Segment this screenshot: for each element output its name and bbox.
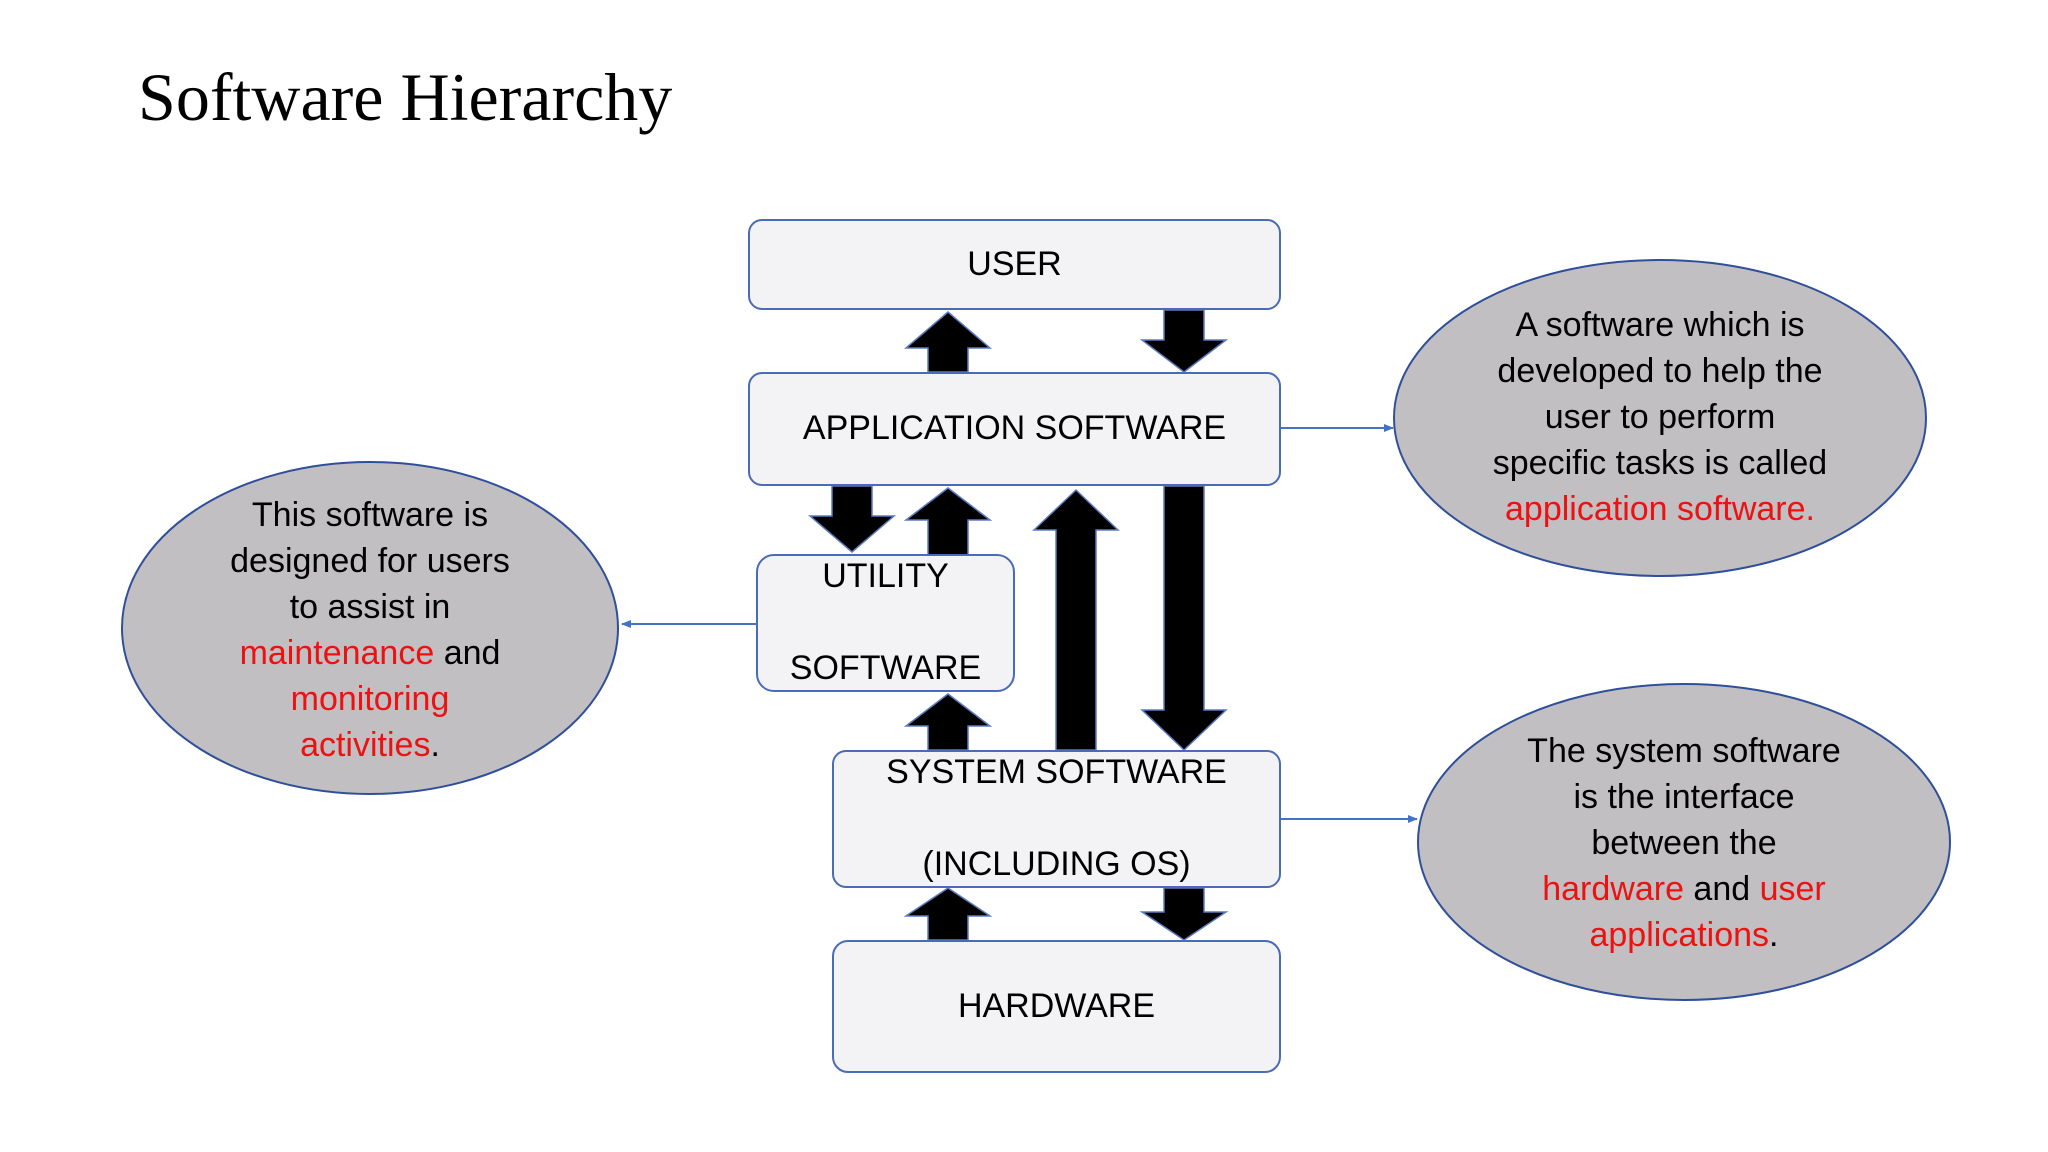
- arrow-app-to-system: [1140, 485, 1228, 752]
- application-bubble-text: A software which is developed to help th…: [1440, 302, 1880, 532]
- system-box-label-line2: (INCLUDING OS): [922, 844, 1191, 883]
- system-software-box: SYSTEM SOFTWARE (INCLUDING OS): [832, 750, 1281, 888]
- user-box: USER: [748, 219, 1281, 310]
- arrow-system-to-utility: [903, 693, 993, 751]
- system-bubble-period: .: [1769, 916, 1779, 954]
- utility-box-label-line1: UTILITY: [822, 557, 949, 596]
- utility-bubble-line1: This software is: [251, 496, 489, 534]
- utility-bubble: [121, 461, 619, 795]
- system-bubble-and: and: [1683, 870, 1760, 908]
- arrow-app-to-utility: [807, 485, 897, 553]
- utility-bubble-maintenance: maintenance: [239, 634, 435, 672]
- system-bubble-text: The system software is the interface bet…: [1464, 728, 1904, 958]
- arrow-user-to-app: [1139, 309, 1229, 373]
- utility-bubble-line2: designed for users: [230, 542, 510, 580]
- utility-bubble-period: .: [430, 726, 440, 764]
- system-bubble-user: user: [1759, 870, 1826, 908]
- arrow-system-to-app: [1032, 488, 1120, 751]
- utility-bubble-monitoring: monitoring: [290, 680, 450, 718]
- arrow-hardware-to-system: [903, 887, 993, 941]
- hardware-box-label: HARDWARE: [957, 986, 1156, 1025]
- application-bubble: [1393, 259, 1927, 577]
- user-box-label: USER: [967, 244, 1062, 283]
- application-bubble-line3: user to perform: [1544, 398, 1776, 436]
- system-bubble-line2: is the interface: [1573, 778, 1795, 816]
- utility-bubble-line6: activities.: [170, 722, 570, 768]
- utility-box-label-line2: SOFTWARE: [789, 648, 982, 687]
- utility-bubble-line4: maintenance and: [170, 630, 570, 676]
- utility-bubble-text: This software is designed for users to a…: [170, 492, 570, 768]
- utility-bubble-and: and: [434, 634, 501, 672]
- application-bubble-line2: developed to help the: [1497, 352, 1823, 390]
- page-title: Software Hierarchy: [138, 59, 673, 135]
- application-bubble-line1: A software which is: [1515, 306, 1805, 344]
- system-bubble-line1: The system software: [1527, 732, 1841, 770]
- application-box-label: APPLICATION SOFTWARE: [802, 409, 1227, 448]
- utility-bubble-activities: activities: [300, 726, 431, 764]
- system-bubble-applications: applications: [1589, 916, 1770, 954]
- system-bubble-hardware: hardware: [1542, 870, 1684, 908]
- hardware-box: HARDWARE: [832, 940, 1281, 1073]
- arrow-app-to-user: [903, 311, 993, 373]
- system-bubble-line4: hardware and user: [1464, 866, 1904, 912]
- system-bubble: [1417, 683, 1951, 1001]
- application-bubble-highlight: application software.: [1505, 490, 1815, 528]
- utility-bubble-line3: to assist in: [289, 588, 451, 626]
- application-bubble-line4: specific tasks is called: [1492, 444, 1828, 482]
- arrow-system-to-hardware: [1139, 887, 1229, 941]
- utility-software-box: UTILITY SOFTWARE: [756, 554, 1015, 692]
- arrow-utility-to-app: [903, 487, 993, 557]
- application-software-box: APPLICATION SOFTWARE: [748, 372, 1281, 486]
- system-box-label-line1: SYSTEM SOFTWARE: [886, 753, 1227, 792]
- system-bubble-line3: between the: [1591, 824, 1777, 862]
- system-bubble-line5: applications.: [1464, 912, 1904, 958]
